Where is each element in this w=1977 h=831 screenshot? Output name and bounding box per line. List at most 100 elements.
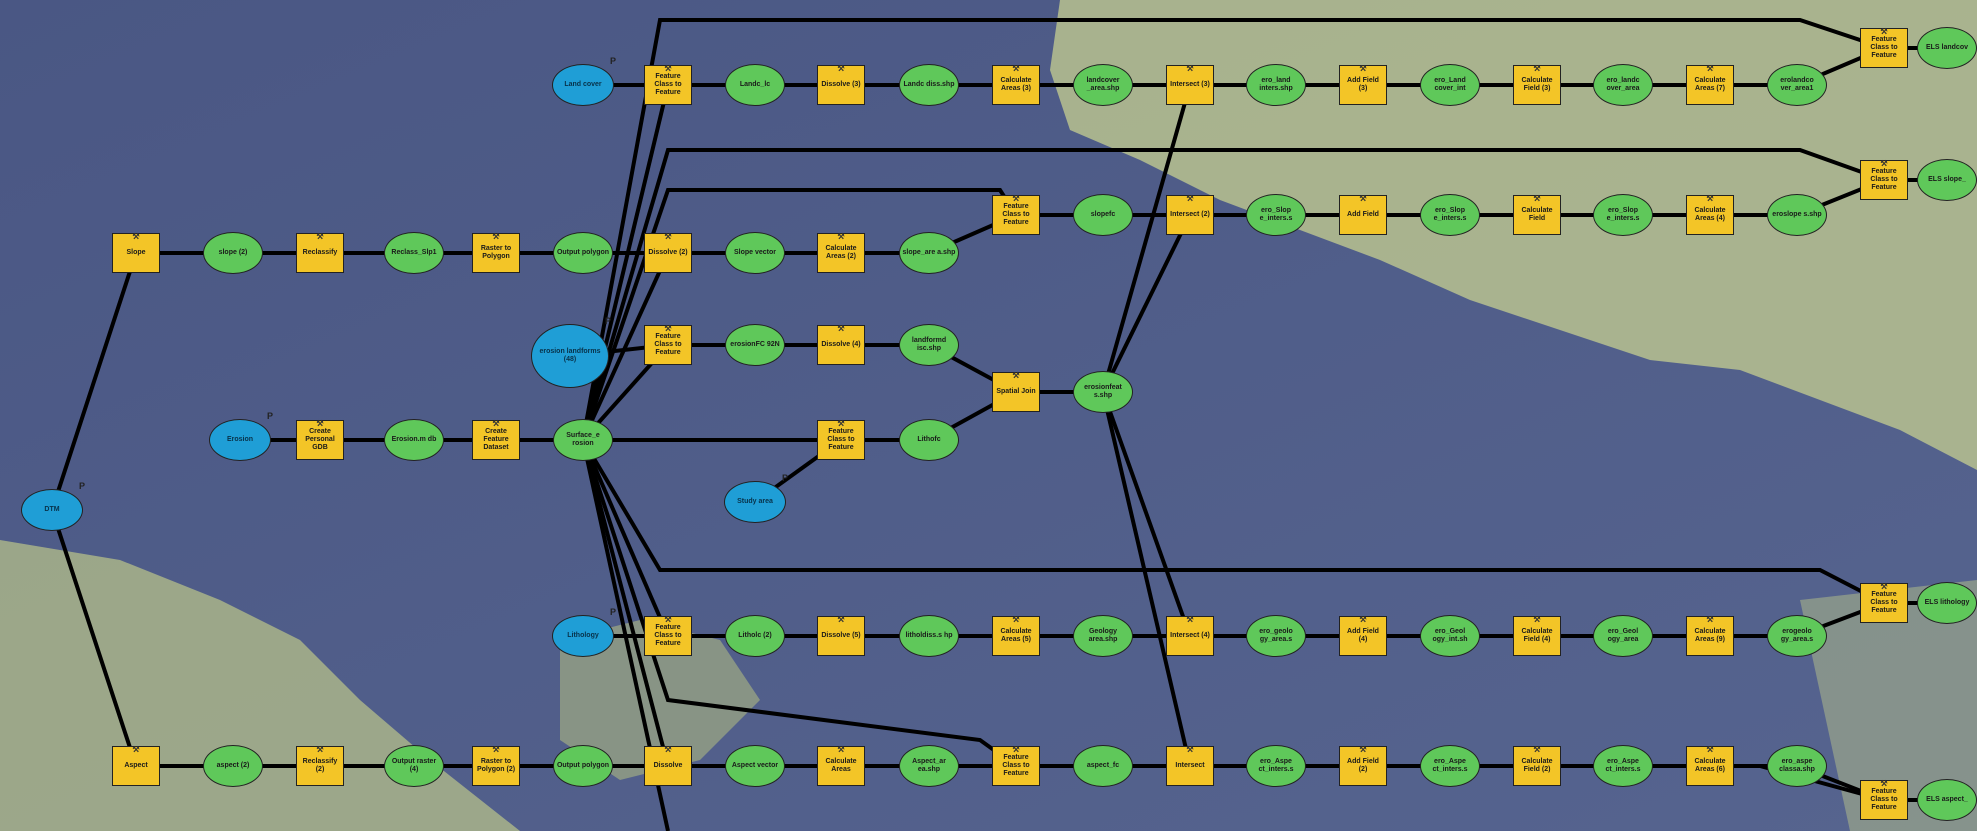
tool-fc-to-feature-els1[interactable]: ⚒Feature Class to Feature xyxy=(1860,28,1908,68)
tool-calculate-field[interactable]: ⚒Calculate Field xyxy=(1513,195,1561,235)
derived-data-litholdiss[interactable]: litholdiss.s hp xyxy=(899,615,959,657)
tool-dissolve5[interactable]: ⚒Dissolve (5) xyxy=(817,616,865,656)
derived-data-ero-aspect-inters3[interactable]: ero_Aspe ct_inters.s xyxy=(1593,745,1653,787)
derived-data-aspect-vector[interactable]: Aspect vector xyxy=(725,745,785,787)
tool-intersect3[interactable]: ⚒Intersect (3) xyxy=(1166,65,1214,105)
hammer-icon: ⚒ xyxy=(316,745,324,754)
derived-data-slopefc[interactable]: slopefc xyxy=(1073,194,1133,236)
tool-fc-to-feature-aspect[interactable]: ⚒Feature Class to Feature xyxy=(992,746,1040,786)
tool-fc-to-feature-els3[interactable]: ⚒Feature Class to Feature xyxy=(1860,583,1908,623)
derived-data-lithofc[interactable]: Lithofc xyxy=(899,419,959,461)
tool-raster-to-polygon[interactable]: ⚒Raster to Polygon xyxy=(472,233,520,273)
tool-fc-to-feature-lc[interactable]: ⚒Feature Class to Feature xyxy=(644,65,692,105)
node-label: Litholc (2) xyxy=(738,632,772,639)
input-data-land-cover[interactable]: Land cover xyxy=(552,64,614,106)
derived-data-ero-landcover-area[interactable]: ero_landc over_area xyxy=(1593,64,1653,106)
derived-data-ero-land-cover-int[interactable]: ero_Land cover_int xyxy=(1420,64,1480,106)
derived-data-landc-diss[interactable]: Landc diss.shp xyxy=(899,64,959,106)
tool-calculate-areas9[interactable]: ⚒Calculate Areas (9) xyxy=(1686,616,1734,656)
derived-data-erosion-mdb[interactable]: Erosion.m db xyxy=(384,419,444,461)
tool-reclassify[interactable]: ⚒Reclassify xyxy=(296,233,344,273)
derived-data-aspect-fc[interactable]: aspect_fc xyxy=(1073,745,1133,787)
tool-intersect2[interactable]: ⚒Intersect (2) xyxy=(1166,195,1214,235)
input-data-lithology[interactable]: Lithology xyxy=(552,615,614,657)
derived-data-ero-aspect-class[interactable]: ero_aspe classa.shp xyxy=(1767,745,1827,787)
derived-data-output-raster4[interactable]: Output raster (4) xyxy=(384,745,444,787)
derived-data-erosionfeat[interactable]: erosionfeat s.shp xyxy=(1073,371,1133,413)
derived-data-geology-area[interactable]: Geology area.shp xyxy=(1073,615,1133,657)
derived-data-landcover-area[interactable]: landcover _area.shp xyxy=(1073,64,1133,106)
tool-fc-to-feature-ero[interactable]: ⚒Feature Class to Feature xyxy=(644,325,692,365)
tool-slope[interactable]: ⚒Slope xyxy=(112,233,160,273)
derived-data-surface-erosion[interactable]: Surface_e rosion xyxy=(553,419,613,461)
derived-data-ero-geology-int[interactable]: ero_Geol ogy_int.sh xyxy=(1420,615,1480,657)
tool-calculate-field3[interactable]: ⚒Calculate Field (3) xyxy=(1513,65,1561,105)
tool-aspect[interactable]: ⚒Aspect xyxy=(112,746,160,786)
input-data-dtm[interactable]: DTM xyxy=(21,489,83,531)
tool-reclassify2[interactable]: ⚒Reclassify (2) xyxy=(296,746,344,786)
tool-dissolve3[interactable]: ⚒Dissolve (3) xyxy=(817,65,865,105)
input-data-study-area[interactable]: Study area xyxy=(724,481,786,523)
tool-add-field2[interactable]: ⚒Add Field (2) xyxy=(1339,746,1387,786)
hammer-icon: ⚒ xyxy=(1012,745,1020,754)
tool-fc-to-feature-slope[interactable]: ⚒Feature Class to Feature xyxy=(992,195,1040,235)
derived-data-els-lithology[interactable]: ELS lithology xyxy=(1917,582,1977,624)
tool-intersect4[interactable]: ⚒Intersect (4) xyxy=(1166,616,1214,656)
tool-calculate-areas4[interactable]: ⚒Calculate Areas (4) xyxy=(1686,195,1734,235)
derived-data-landforms-dissolve[interactable]: landformd isc.shp xyxy=(899,324,959,366)
tool-dissolve2[interactable]: ⚒Dissolve (2) xyxy=(644,233,692,273)
derived-data-ero-geology-area2[interactable]: ero_Geol ogy_area xyxy=(1593,615,1653,657)
derived-data-els-aspect[interactable]: ELS aspect_ xyxy=(1917,779,1977,821)
tool-fc-to-feature-lith[interactable]: ⚒Feature Class to Feature xyxy=(644,616,692,656)
derived-data-ero-land-inters[interactable]: ero_land inters.shp xyxy=(1246,64,1306,106)
tool-add-field[interactable]: ⚒Add Field xyxy=(1339,195,1387,235)
derived-data-ero-aspect-inters[interactable]: ero_Aspe ct_inters.s xyxy=(1246,745,1306,787)
tool-intersect[interactable]: ⚒Intersect xyxy=(1166,746,1214,786)
tool-add-field4[interactable]: ⚒Add Field (4) xyxy=(1339,616,1387,656)
derived-data-slope-vector[interactable]: Slope vector xyxy=(725,232,785,274)
tool-calculate-areas5[interactable]: ⚒Calculate Areas (5) xyxy=(992,616,1040,656)
derived-data-ero-geology-area[interactable]: ero_geolo gy_area.s xyxy=(1246,615,1306,657)
tool-create-personal-gdb[interactable]: ⚒Create Personal GDB xyxy=(296,420,344,460)
tool-calculate-areas6[interactable]: ⚒Calculate Areas (6) xyxy=(1686,746,1734,786)
derived-data-els-landcover[interactable]: ELS landcov xyxy=(1917,27,1977,69)
derived-data-aspect-area[interactable]: Aspect_ar ea.shp xyxy=(899,745,959,787)
derived-data-erosion-fc[interactable]: erosionFC 92N xyxy=(725,324,785,366)
derived-data-output-polygon[interactable]: Output polygon xyxy=(553,232,613,274)
derived-data-erogeology-area[interactable]: erogeolo gy_area.s xyxy=(1767,615,1827,657)
node-label: Feature Class to Feature xyxy=(1870,36,1898,59)
tool-raster-to-polygon2[interactable]: ⚒Raster to Polygon (2) xyxy=(472,746,520,786)
tool-calculate-areas3[interactable]: ⚒Calculate Areas (3) xyxy=(992,65,1040,105)
derived-data-slope-area[interactable]: slope_are a.shp xyxy=(899,232,959,274)
tool-calculate-areas7[interactable]: ⚒Calculate Areas (7) xyxy=(1686,65,1734,105)
derived-data-ero-slope-inters2[interactable]: ero_Slop e_inters.s xyxy=(1420,194,1480,236)
tool-fc-to-feature-study[interactable]: ⚒Feature Class to Feature xyxy=(817,420,865,460)
derived-data-litholc2[interactable]: Litholc (2) xyxy=(725,615,785,657)
tool-calculate-field4[interactable]: ⚒Calculate Field (4) xyxy=(1513,616,1561,656)
tool-fc-to-feature-els4[interactable]: ⚒Feature Class to Feature xyxy=(1860,780,1908,820)
derived-data-ero-slope-inters[interactable]: ero_Slop e_inters.s xyxy=(1246,194,1306,236)
derived-data-erolandcover-area1[interactable]: erolandco ver_area1 xyxy=(1767,64,1827,106)
derived-data-slope2[interactable]: slope (2) xyxy=(203,232,263,274)
derived-data-landc-lc[interactable]: Landc_lc xyxy=(725,64,785,106)
derived-data-els-slope[interactable]: ELS slope_ xyxy=(1917,159,1977,201)
input-data-erosion[interactable]: Erosion xyxy=(209,419,271,461)
input-data-erosion-landforms[interactable]: erosion landforms (48) xyxy=(531,324,609,388)
derived-data-reclass-slp1[interactable]: Reclass_Slp1 xyxy=(384,232,444,274)
derived-data-aspect2[interactable]: aspect (2) xyxy=(203,745,263,787)
derived-data-eroslope-s[interactable]: eroslope s.shp xyxy=(1767,194,1827,236)
tool-calculate-areas2[interactable]: ⚒Calculate Areas (2) xyxy=(817,233,865,273)
tool-create-feature-dataset[interactable]: ⚒Create Feature Dataset xyxy=(472,420,520,460)
tool-fc-to-feature-els2[interactable]: ⚒Feature Class to Feature xyxy=(1860,160,1908,200)
node-label: slopefc xyxy=(1090,211,1116,218)
tool-spatial-join[interactable]: ⚒Spatial Join xyxy=(992,372,1040,412)
tool-calculate-areas[interactable]: ⚒Calculate Areas xyxy=(817,746,865,786)
tool-calculate-field2[interactable]: ⚒Calculate Field (2) xyxy=(1513,746,1561,786)
derived-data-ero-aspect-inters2[interactable]: ero_Aspe ct_inters.s xyxy=(1420,745,1480,787)
tool-add-field3[interactable]: ⚒Add Field (3) xyxy=(1339,65,1387,105)
derived-data-output-polygon2[interactable]: Output polygon xyxy=(553,745,613,787)
tool-dissolve[interactable]: ⚒Dissolve xyxy=(644,746,692,786)
derived-data-ero-slope-inters3[interactable]: ero_Slop e_inters.s xyxy=(1593,194,1653,236)
tool-dissolve4[interactable]: ⚒Dissolve (4) xyxy=(817,325,865,365)
